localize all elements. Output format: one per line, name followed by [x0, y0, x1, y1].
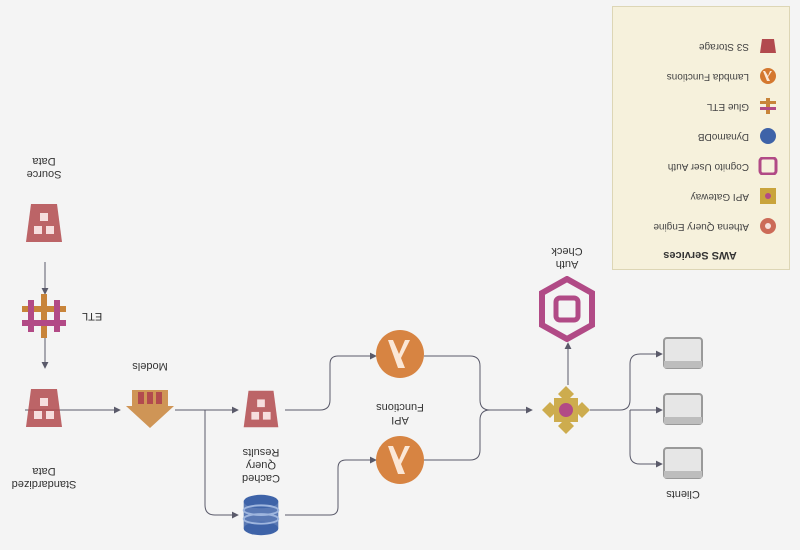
lambda-icon	[757, 62, 779, 85]
glue-icon	[757, 92, 779, 115]
client-icon	[662, 331, 704, 370]
auth-check-label: Auth Check	[551, 245, 583, 270]
api-function-lambda-icon	[374, 323, 426, 380]
legend-label: API Gateway	[690, 191, 749, 202]
models-icon	[122, 379, 178, 436]
client-icon	[662, 387, 704, 426]
models-label: Models	[132, 360, 168, 372]
source-data-s3-icon	[18, 193, 70, 250]
legend-label: Glue ETL	[706, 101, 749, 112]
edge-gateway-to-clients	[590, 350, 663, 411]
legend-label: S3 Storage	[698, 41, 749, 52]
athena-icon	[757, 212, 779, 235]
edge-gateway-to-client-low	[629, 410, 663, 468]
edge-models-to-dynamodb	[204, 410, 239, 519]
edge-api-bottom-to-gateway	[424, 409, 491, 461]
edge-api-top-to-gateway	[424, 355, 533, 414]
dynamodb-icon	[757, 122, 779, 145]
api-gateway-icon	[757, 182, 779, 205]
cached-query-results-s3-icon	[236, 380, 286, 435]
legend-label: Lambda Functions	[666, 71, 749, 82]
s3-icon	[757, 32, 779, 55]
clients-label: Clients	[666, 488, 700, 500]
legend-label: Cognito User Auth	[667, 161, 749, 172]
api-gateway-icon	[538, 377, 594, 438]
client-icon	[662, 441, 704, 480]
standardized-data-label: Standardized Data	[11, 465, 77, 490]
edge-cached-to-api-top	[285, 352, 377, 411]
etl-label: ETL	[82, 310, 103, 322]
cached-query-results-label: Cached Query Results	[242, 446, 280, 484]
legend-label: Athena Query Engine	[653, 221, 749, 232]
legend-panel: AWS Services Athena Query Engine API Gat…	[612, 6, 790, 270]
source-data-label: Source Data	[26, 155, 62, 180]
etl-glue-icon	[18, 285, 70, 342]
edge-dynamodb-to-api-bottom	[285, 456, 377, 516]
legend-title: AWS Services	[663, 249, 737, 261]
api-functions-label: API Functions	[376, 401, 424, 426]
standardized-data-s3-icon	[18, 378, 70, 435]
cognito-icon	[757, 152, 779, 176]
dynamodb-icon	[236, 485, 286, 540]
api-function-lambda-icon	[374, 429, 426, 486]
legend-label: DynamoDB	[697, 131, 749, 142]
auth-check-cognito-icon	[538, 271, 596, 343]
